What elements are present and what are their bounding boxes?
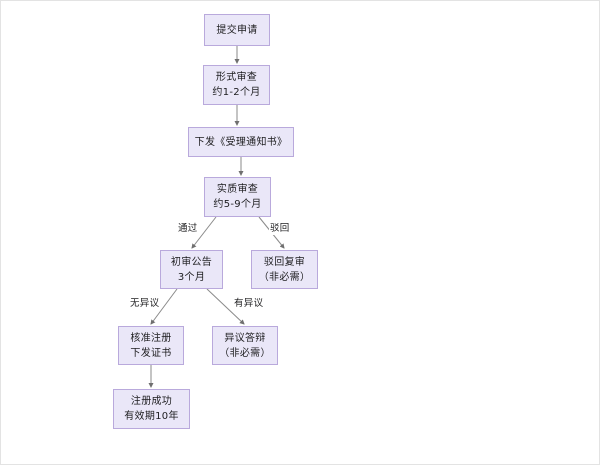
node-rejection-review-line1: 驳回复审 — [263, 256, 306, 268]
node-approve-registration-line2: 下发证书 — [130, 347, 172, 359]
node-preliminary-announcement-line2: 3个月 — [177, 271, 206, 283]
node-registration-success[interactable]: 注册成功 有效期10年 — [113, 389, 190, 429]
node-substantive-review-line1: 实质审查 — [216, 184, 259, 195]
node-formal-review[interactable]: 形式审查 约1-2个月 — [203, 65, 270, 105]
node-substantive-review-line2: 约5-9个月 — [213, 199, 262, 210]
edge-label-rejected: 驳回 — [269, 223, 291, 235]
node-rejection-review[interactable]: 驳回复审 （非必需） — [251, 250, 318, 289]
node-approve-registration[interactable]: 核准注册 下发证书 — [118, 326, 184, 365]
node-acceptance-notice-line1: 下发《受理通知书》 — [194, 136, 288, 148]
connector-substantive-review-to-preliminary-announcement — [191, 216, 217, 249]
connector-preliminary-announcement-to-opposition-defense — [206, 288, 245, 325]
node-opposition-defense[interactable]: 异议答辩 （非必需） — [212, 326, 278, 365]
node-opposition-defense-line2: （非必需） — [219, 347, 271, 359]
node-submit[interactable]: 提交申请 — [204, 14, 270, 46]
edge-label-has-opposition: 有异议 — [233, 298, 265, 310]
edge-label-no-opposition: 无异议 — [129, 298, 161, 310]
node-submit-line1: 提交申请 — [216, 24, 258, 36]
node-formal-review-line2: 约1-2个月 — [212, 87, 261, 98]
node-acceptance-notice[interactable]: 下发《受理通知书》 — [188, 127, 294, 157]
connector-preliminary-announcement-to-approve-registration — [150, 288, 178, 325]
edge-label-pass: 通过 — [177, 223, 199, 235]
node-approve-registration-line1: 核准注册 — [130, 332, 172, 344]
node-rejection-review-line2: （非必需） — [258, 271, 311, 283]
node-registration-success-line2: 有效期10年 — [124, 411, 179, 422]
node-opposition-defense-line1: 异议答辩 — [224, 332, 266, 344]
node-substantive-review[interactable]: 实质审查 约5-9个月 — [204, 177, 271, 217]
node-preliminary-announcement[interactable]: 初审公告 3个月 — [160, 250, 223, 289]
node-preliminary-announcement-line1: 初审公告 — [170, 256, 213, 268]
node-formal-review-line1: 形式审查 — [215, 72, 258, 83]
node-registration-success-line1: 注册成功 — [130, 396, 173, 407]
